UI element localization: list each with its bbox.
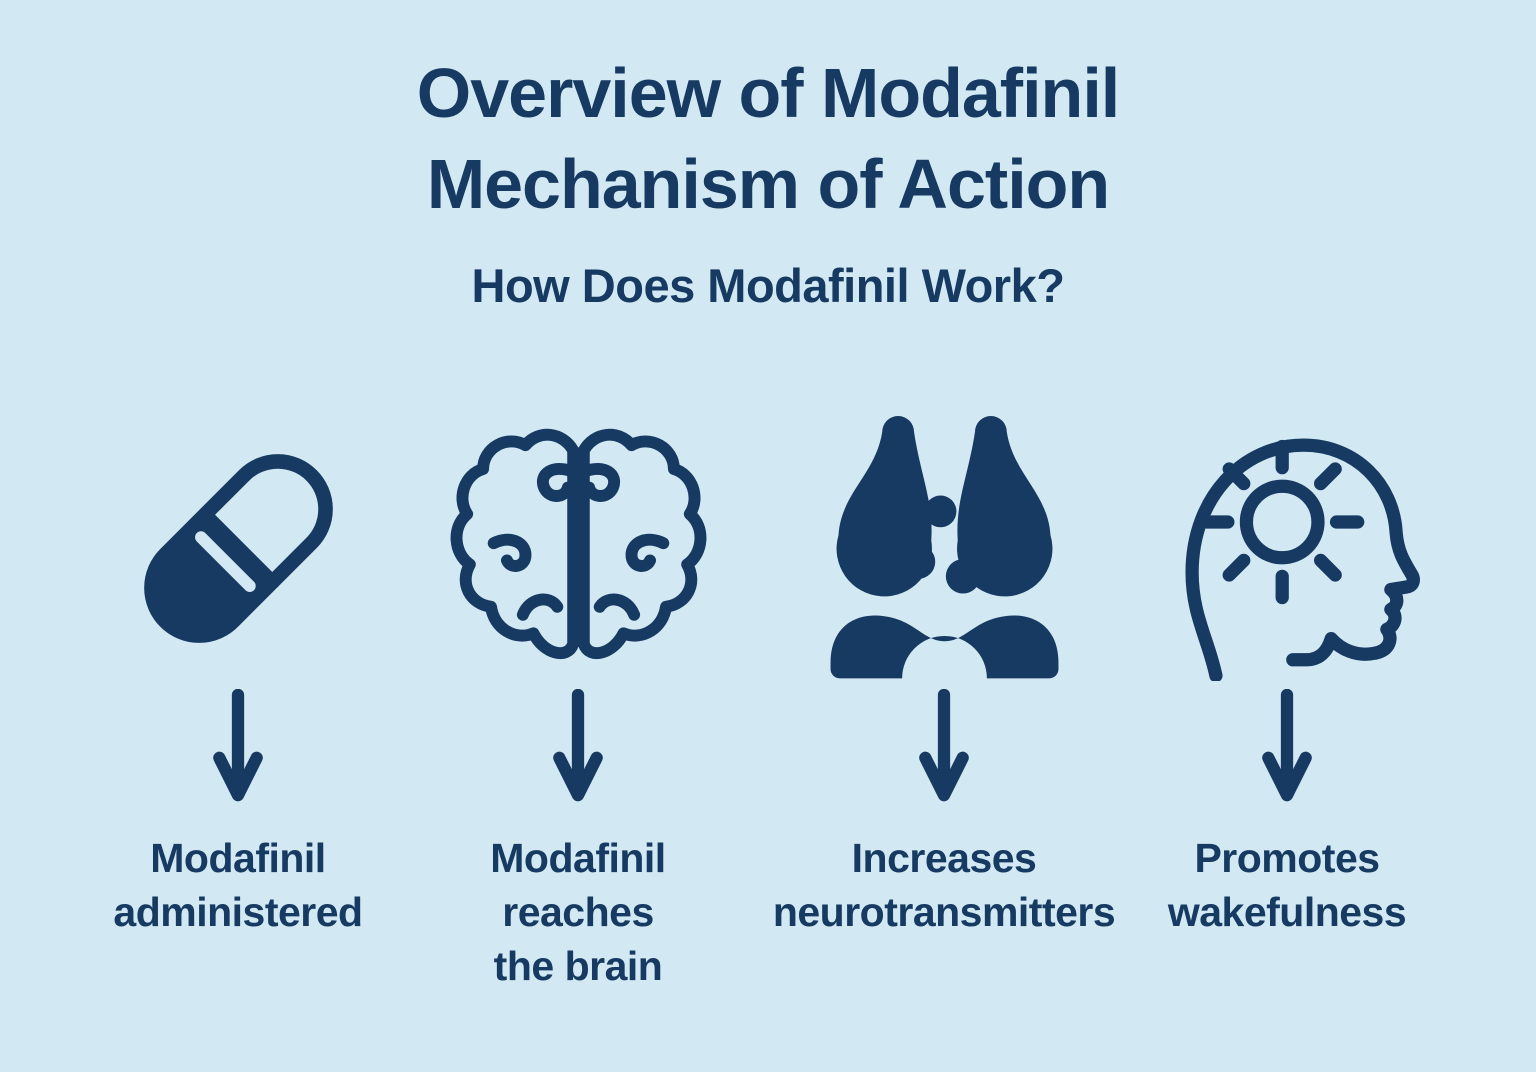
step-label: Modafinil administered xyxy=(113,835,363,936)
step-reaches-brain: Modafinil reaches the brain xyxy=(398,416,758,993)
down-arrow-icon xyxy=(213,689,263,802)
brain-icon xyxy=(446,416,711,681)
step-label: Increases neurotransmitters xyxy=(772,835,1116,936)
step-label: Modafinil reaches the brain xyxy=(490,835,666,990)
down-arrow-icon xyxy=(919,689,969,802)
head-wakefulness-icon xyxy=(1184,438,1420,681)
step-label: Promotes wakefulness xyxy=(1167,835,1407,936)
down-arrow-icon xyxy=(1262,689,1312,802)
down-arrow-icon xyxy=(553,689,603,802)
step-modafinil-administered: Modafinil administered xyxy=(58,416,418,939)
pill-capsule-icon xyxy=(143,454,333,643)
page-subtitle: How Does Modafinil Work? xyxy=(471,259,1065,312)
synapse-icon xyxy=(830,416,1058,679)
infographic: Overview of Modafinil Mechanism of Actio… xyxy=(0,48,1536,989)
step-increases-neurotransmitters: Increases neurotransmitters xyxy=(729,416,1159,939)
page-title: Overview of Modafinil Mechanism of Actio… xyxy=(416,54,1120,223)
step-promotes-wakefulness: Promotes wakefulness xyxy=(1087,416,1487,939)
